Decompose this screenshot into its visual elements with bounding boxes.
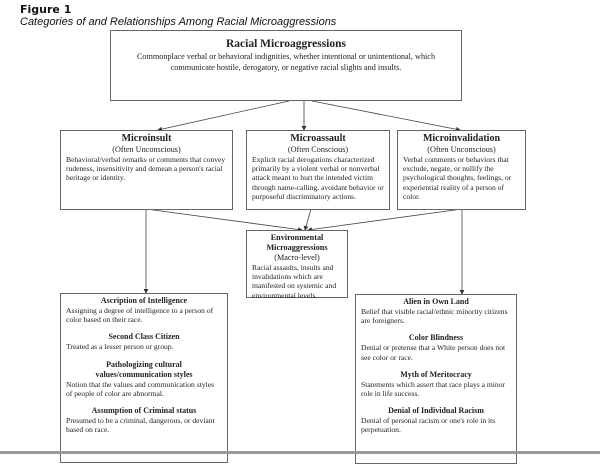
theme-desc: Assigning a degree of intelligence to a …: [66, 306, 214, 325]
microinvalidation-themes-box: Alien in Own Land Belief that visible ra…: [355, 294, 517, 464]
figure-caption: Categories of and Relationships Among Ra…: [20, 16, 337, 28]
arrow-top-to-microinsult: [157, 100, 290, 132]
box-desc: Verbal comments or behaviors that exclud…: [403, 155, 512, 201]
arrow-top-to-microinvalidation: [311, 100, 461, 132]
box-title: Microinsult: [121, 133, 172, 144]
theme-title: Second Class Citizen: [108, 332, 180, 342]
box-title: Microassault: [290, 133, 346, 144]
theme-title: Alien in Own Land: [403, 297, 469, 306]
connector-arrows: [143, 100, 465, 295]
box-desc: Behavioral/verbal remarks or comments th…: [66, 155, 226, 183]
box-title: Environmental Microaggressions: [266, 233, 328, 252]
theme-desc: Denial of personal racism or one's role …: [361, 416, 496, 435]
theme-title: Ascription of Intelligence: [100, 296, 188, 305]
theme-desc: Statements which assert that race plays …: [361, 379, 506, 399]
theme-desc: Denial or pretense that a White person d…: [361, 343, 506, 362]
theme-desc: Notion that the values and communication…: [66, 379, 215, 398]
box-title: Microinvalidation: [422, 133, 501, 144]
environmental-box: Environmental Microaggressions (Macro-le…: [246, 230, 348, 300]
arrow-microassault-to-environmental: [303, 208, 312, 231]
theme-desc: Presumed to be a criminal, dangerous, or…: [66, 416, 215, 435]
page-edge: [0, 451, 600, 454]
figure-label: Figure 1: [20, 3, 72, 16]
arrow-microinsult-to-environmental: [145, 208, 303, 232]
box-subtitle: (Macro-level): [274, 253, 320, 262]
theme-title: Color Blindness: [408, 333, 464, 343]
box-subtitle: (Often Unconscious): [427, 145, 496, 154]
microinsult-box: Microinsult (Often Unconscious) Behavior…: [60, 130, 233, 210]
microinsult-themes-box: Ascription of Intelligence Assigning a d…: [60, 293, 228, 463]
box-desc: Commonplace verbal or behavioral indigni…: [136, 52, 436, 72]
theme-title: Assumption of Criminal status: [91, 406, 197, 416]
theme-desc: Treated as a lesser person or group.: [66, 342, 174, 352]
box-desc: Racial assaults, insults and invalidatio…: [252, 263, 337, 300]
arrow-microinvalidation-to-environmental: [307, 208, 463, 232]
box-subtitle: (Often Unconscious): [112, 145, 181, 154]
theme-title: Myth of Meritocracy: [400, 369, 472, 379]
theme-title: Pathologizing cultural values/communicat…: [95, 359, 193, 379]
box-title: Racial Microaggressions: [226, 38, 346, 50]
microinvalidation-box: Microinvalidation (Often Unconscious) Ve…: [397, 130, 526, 210]
box-subtitle: (Often Conscious): [287, 145, 349, 154]
box-desc: Explicit racial derogations characterize…: [252, 155, 384, 201]
microassault-box: Microassault (Often Conscious) Explicit …: [246, 130, 390, 210]
theme-title: Denial of Individual Racism: [388, 406, 484, 416]
theme-desc: Belief that visible racial/ethnic minori…: [361, 307, 508, 326]
racial-microaggressions-box: Racial Microaggressions Commonplace verb…: [110, 30, 462, 101]
